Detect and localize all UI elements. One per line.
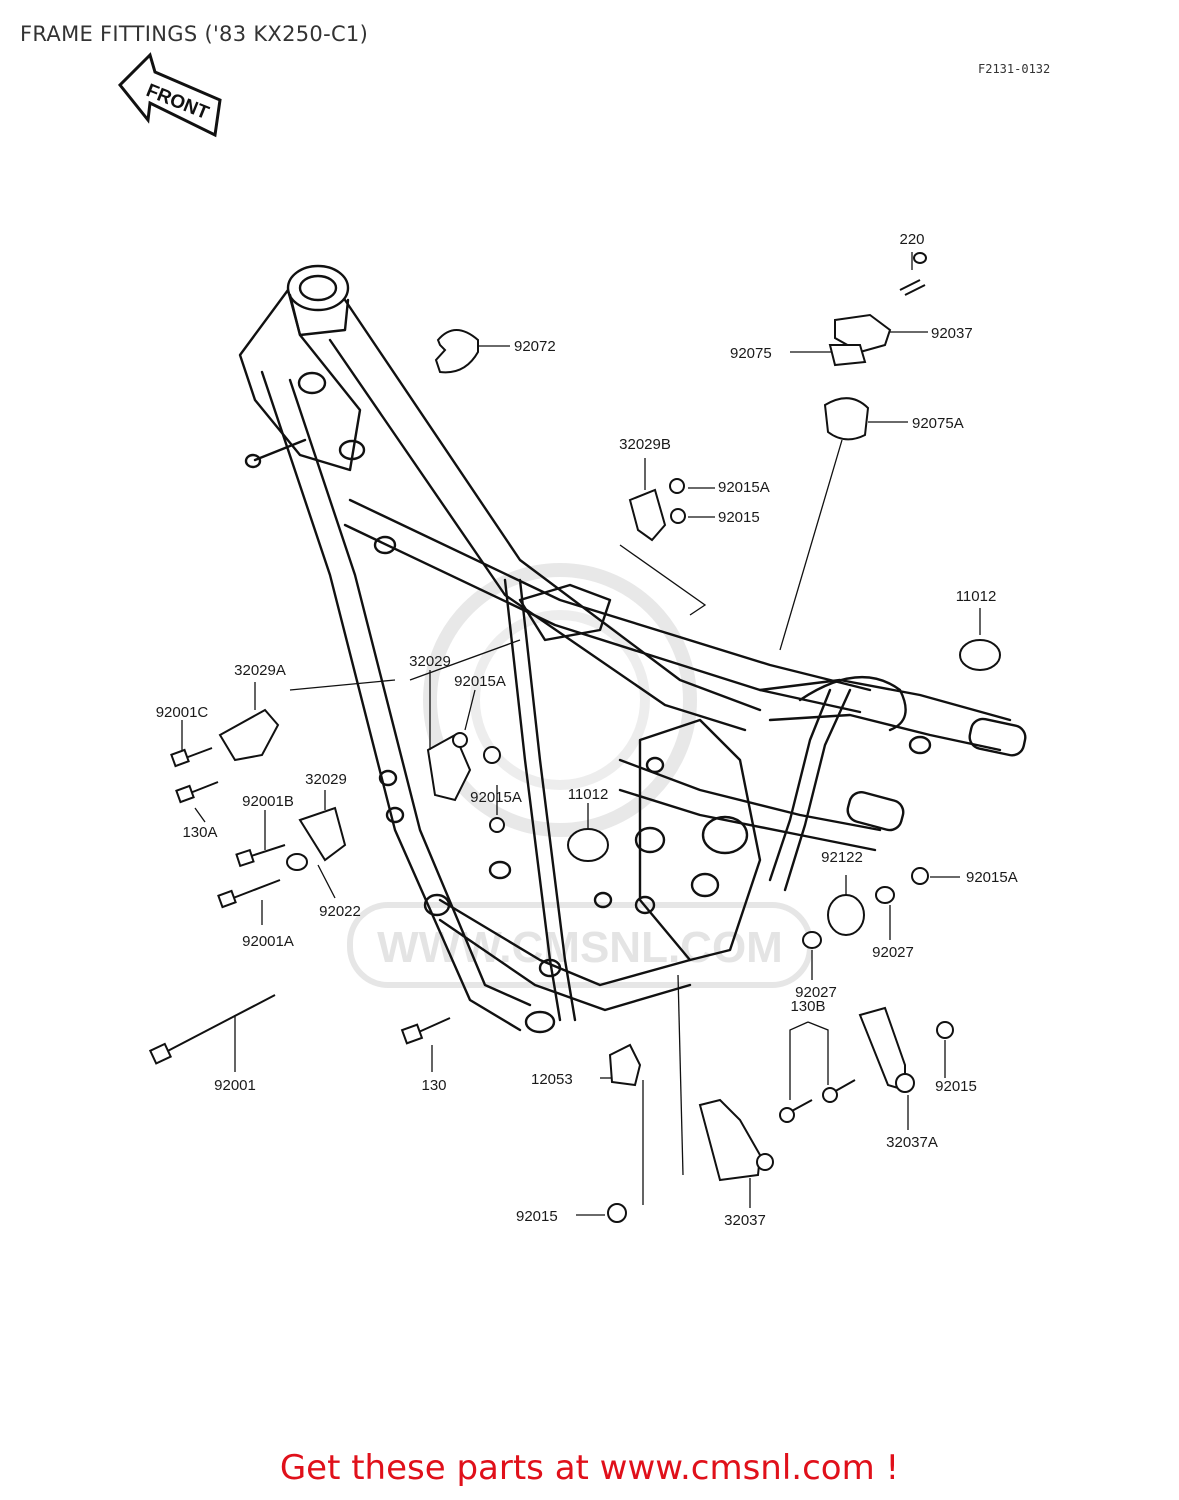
- watermark-text: WWW.CMSNL.COM: [377, 923, 783, 972]
- label-32029A: 32029A: [234, 662, 286, 679]
- label-130B: 130B: [790, 998, 825, 1015]
- label-92072: 92072: [514, 338, 556, 355]
- part-92072-clamp: [434, 329, 479, 374]
- label-92022: 92022: [319, 903, 361, 920]
- label-92027-low: 92027: [795, 984, 837, 1001]
- label-32029B: 32029B: [619, 436, 671, 453]
- part-220-screw: [899, 279, 926, 296]
- label-92075: 92075: [730, 345, 772, 362]
- label-130A: 130A: [182, 824, 217, 841]
- label-92122: 92122: [821, 849, 863, 866]
- part-92001-long-bolt: [159, 994, 276, 1056]
- label-92015A-top: 92015A: [718, 479, 770, 496]
- part-32029-bracket-lower: [298, 806, 347, 862]
- label-92015A-mid2: 92015A: [470, 789, 522, 806]
- label-92001: 92001: [214, 1077, 256, 1094]
- label-92075A: 92075A: [912, 415, 964, 432]
- part-92122-bushing: [827, 894, 865, 936]
- leader-lines: [181, 252, 981, 1216]
- motorcycle-frame: [238, 264, 1027, 1034]
- frame-parts: [148, 252, 1001, 1223]
- part-12053-clip: [608, 1043, 642, 1087]
- part-92075-holder: [828, 344, 867, 367]
- label-12053: 12053: [531, 1071, 573, 1088]
- part-32029-bracket-mid: [426, 733, 472, 802]
- part-32029A-bracket: [218, 708, 280, 762]
- diagram-code: F2131-0132: [978, 62, 1051, 76]
- part-labels: 220 92037 92075 92072 92075A 32029B 9201…: [156, 231, 1018, 1229]
- label-11012-right: 11012: [956, 588, 997, 605]
- part-92037-bracket: [834, 313, 892, 354]
- label-32029-mid: 32029: [409, 653, 451, 670]
- part-11012-grommet-mid: [567, 828, 609, 862]
- label-92015-top: 92015: [718, 509, 760, 526]
- part-92027-collar-low: [802, 931, 822, 949]
- label-92001A: 92001A: [242, 933, 294, 950]
- watermark: WWW.CMSNL.COM: [347, 563, 813, 988]
- cta-link[interactable]: Get these parts at www.cmsnl.com !: [279, 1448, 900, 1488]
- label-92037: 92037: [931, 325, 973, 342]
- part-32029B-bracket: [628, 488, 667, 542]
- label-92015A-mid: 92015A: [454, 673, 506, 690]
- label-32029-lower: 32029: [305, 771, 347, 788]
- label-32037: 32037: [724, 1212, 766, 1229]
- label-92027-right: 92027: [872, 944, 914, 961]
- part-11012-grommet-right: [959, 639, 1001, 671]
- part-92027-collar-right: [875, 886, 895, 904]
- page-title: FRAME FITTINGS ('83 KX250-C1): [20, 22, 369, 46]
- label-92015A-right: 92015A: [966, 869, 1018, 886]
- label-92001C: 92001C: [156, 704, 209, 721]
- label-130: 130: [421, 1077, 446, 1094]
- part-92001A-bolt: [227, 879, 281, 901]
- label-11012-mid: 11012: [568, 786, 609, 803]
- label-92001B: 92001B: [242, 793, 294, 810]
- part-92075A-cup: [823, 397, 870, 441]
- part-92015-nut-bottom: [607, 1203, 627, 1223]
- part-32037-bracket: [698, 1098, 762, 1182]
- label-92015-right: 92015: [935, 1078, 977, 1095]
- front-arrow-icon: FRONT: [117, 52, 222, 138]
- part-92022-spacer: [286, 853, 308, 871]
- label-92015-bottom: 92015: [516, 1208, 558, 1225]
- label-220: 220: [899, 231, 924, 248]
- label-32037A: 32037A: [886, 1134, 938, 1151]
